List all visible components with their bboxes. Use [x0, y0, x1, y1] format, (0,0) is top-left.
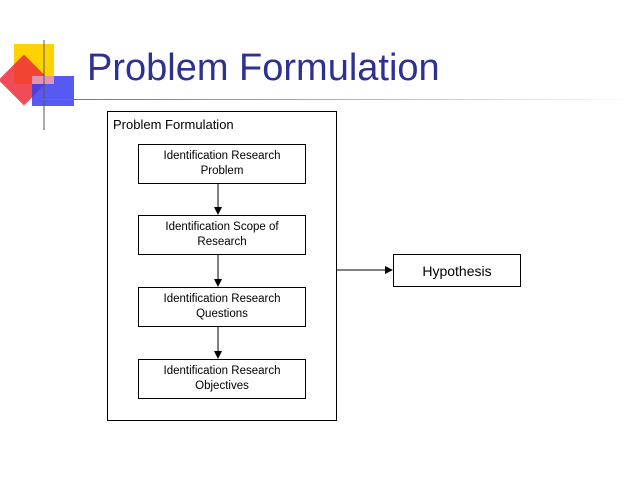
hypothesis-label: Hypothesis: [422, 262, 492, 279]
deco-pink-overlap: [32, 76, 54, 84]
step-identification-scope-of-research: Identification Scope of Research: [138, 215, 306, 255]
step-identification-research-questions: Identification Research Questions: [138, 287, 306, 327]
step-label: Identification Scope of Research: [165, 221, 279, 248]
container-label: Problem Formulation: [113, 117, 234, 132]
title-underline: [42, 99, 638, 100]
problem-formulation-container: [107, 111, 337, 421]
step-identification-research-problem: Identification Research Problem: [138, 144, 306, 184]
slide-title: Problem Formulation: [87, 47, 440, 89]
step-identification-research-objectives: Identification Research Objectives: [138, 359, 306, 399]
step-label: Identification Research Objectives: [163, 365, 281, 392]
step-label: Identification Research Questions: [163, 293, 281, 320]
step-label: Identification Research Problem: [163, 150, 281, 177]
hypothesis-box: Hypothesis: [393, 254, 521, 287]
decorative-squares-graphic: [0, 40, 74, 130]
